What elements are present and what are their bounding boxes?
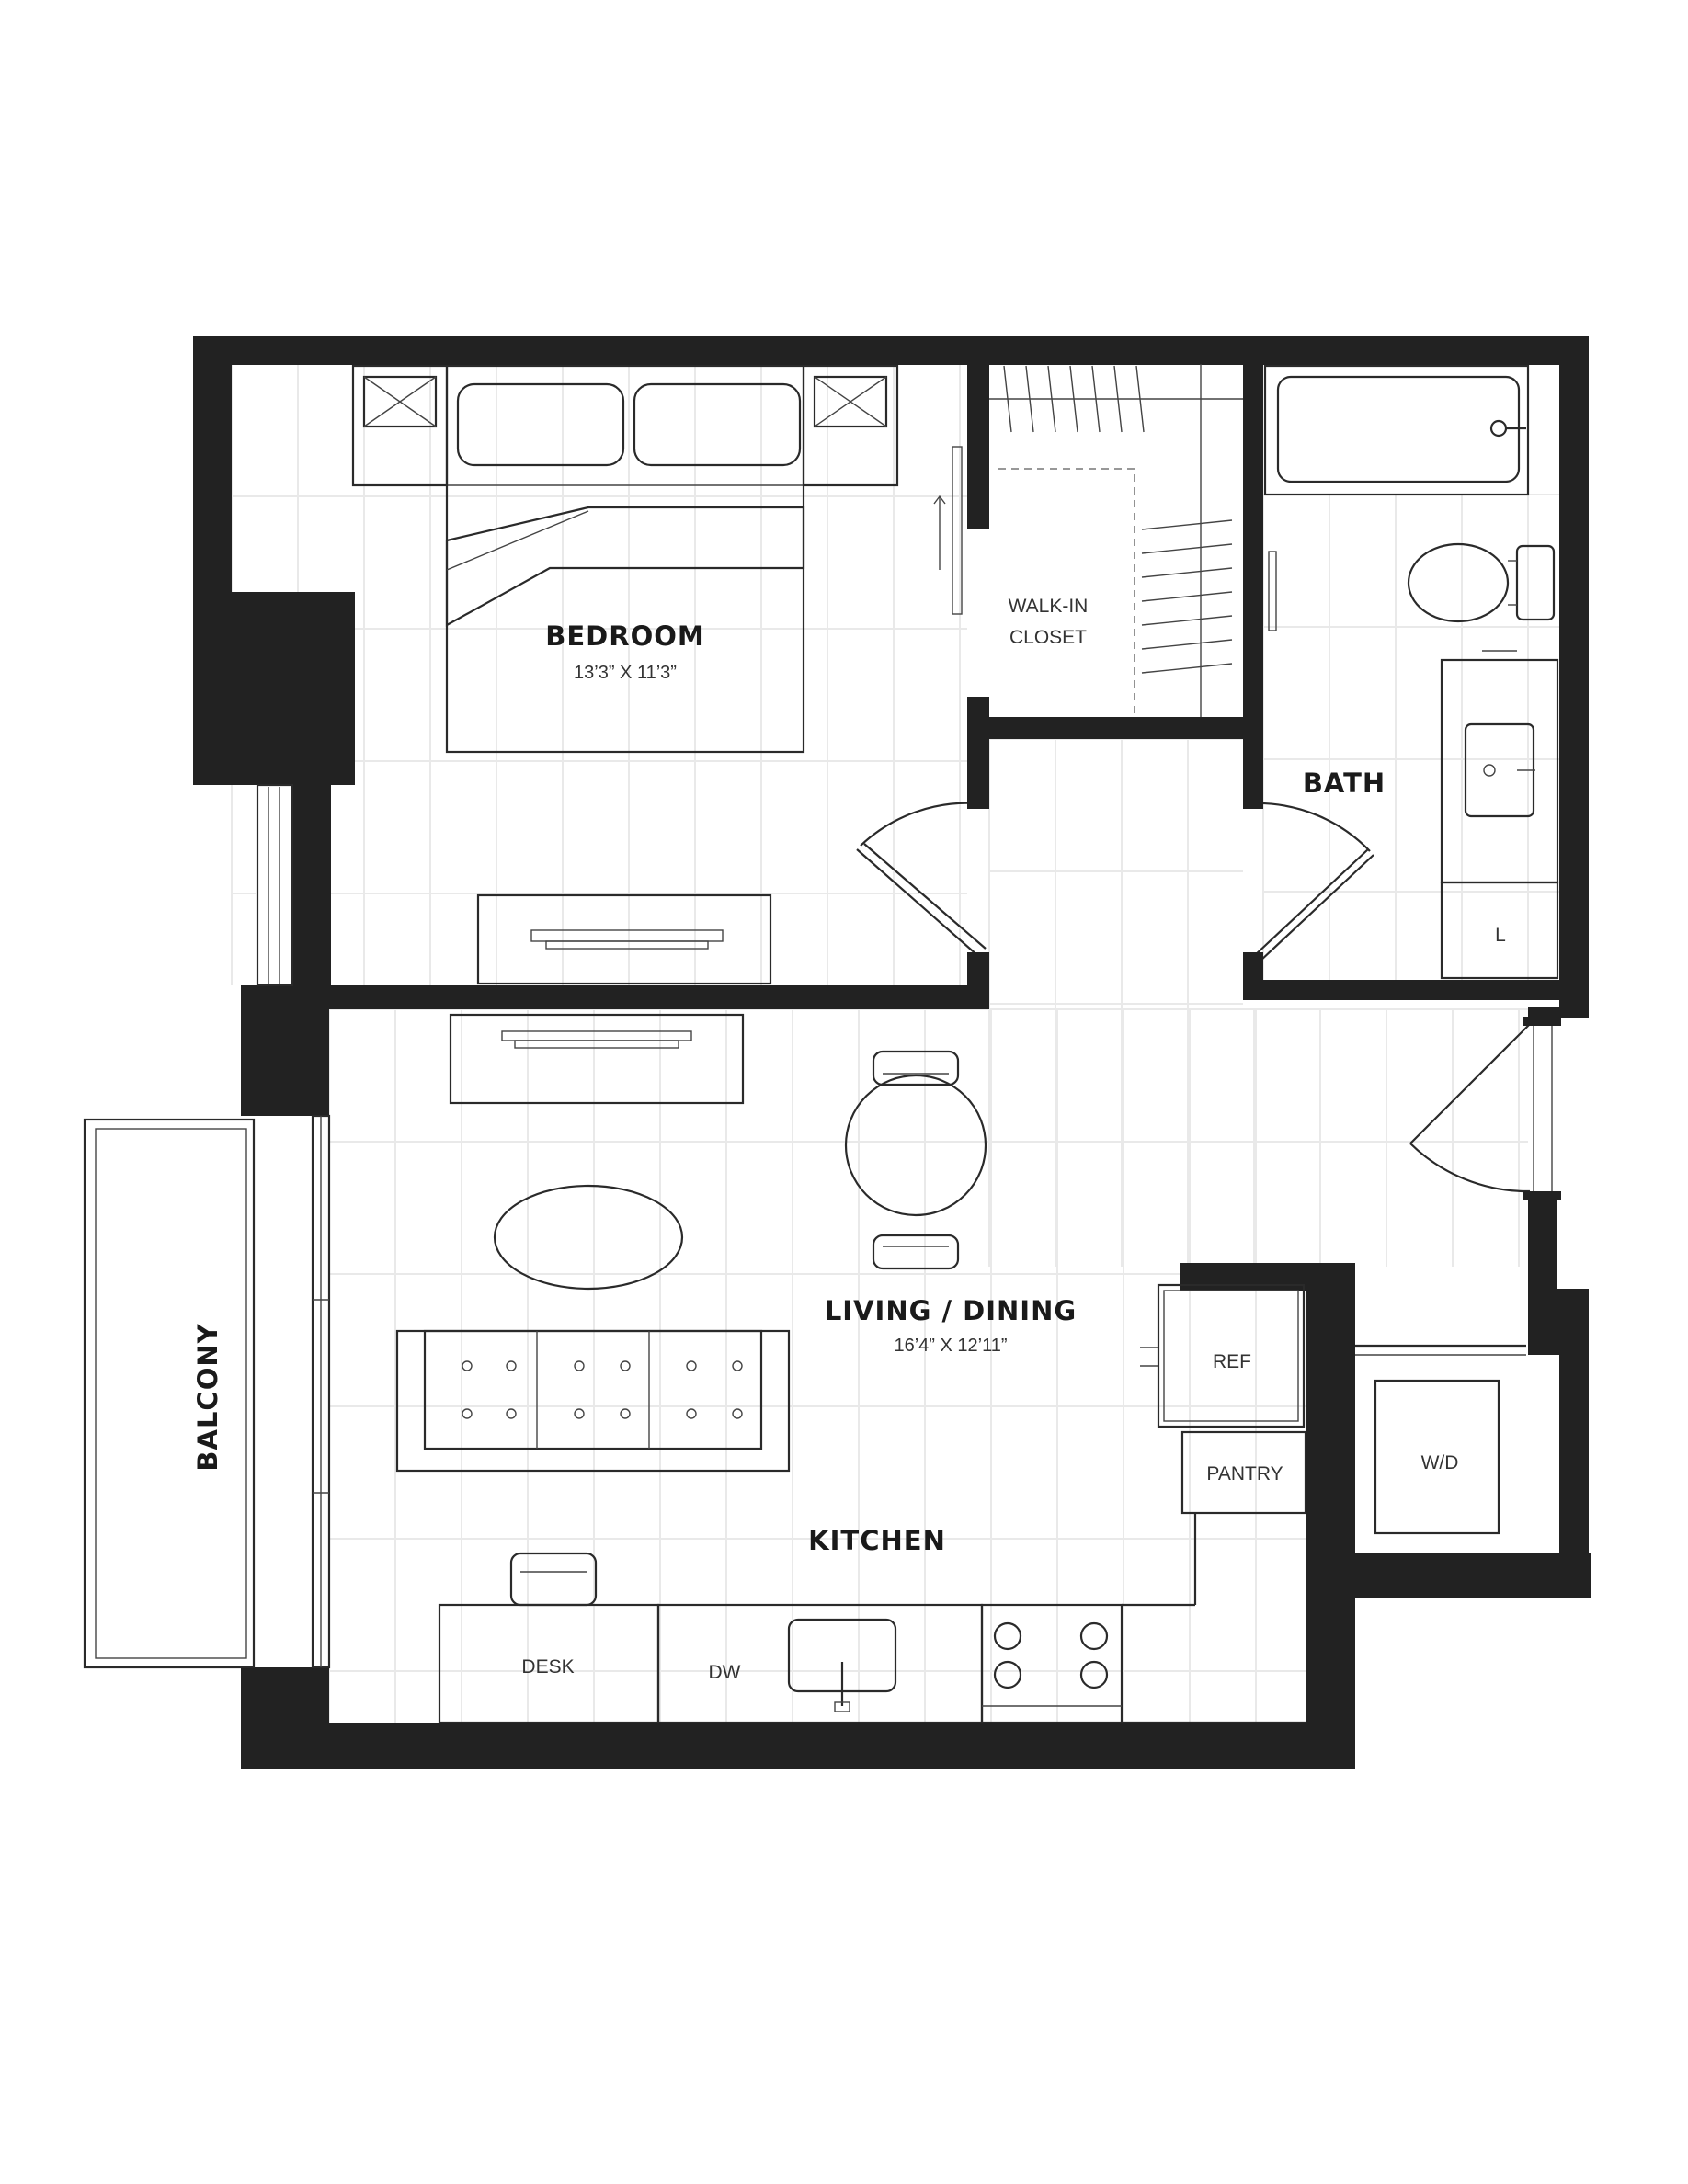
balcony bbox=[83, 1118, 256, 1669]
closet-hanger bbox=[1141, 567, 1233, 578]
coffee-table bbox=[493, 1184, 684, 1291]
washer-dryer-label: W/D bbox=[1421, 1452, 1459, 1473]
linen-cabinet bbox=[1440, 881, 1559, 980]
dining-chair-top bbox=[872, 1050, 960, 1086]
refrigerator bbox=[1140, 1283, 1306, 1428]
kitchen-counter bbox=[438, 1513, 1306, 1724]
dishwasher-label: DW bbox=[709, 1662, 741, 1683]
sofa-button bbox=[686, 1360, 697, 1371]
toilet bbox=[1407, 542, 1556, 623]
linen-label: L bbox=[1495, 925, 1506, 946]
sofa bbox=[395, 1329, 791, 1473]
sofa-button bbox=[506, 1360, 517, 1371]
wd-door bbox=[1355, 1344, 1526, 1356]
bedroom-window bbox=[256, 783, 294, 987]
closet-hanger bbox=[1069, 365, 1078, 433]
pantry bbox=[1180, 1430, 1307, 1515]
nightstand-left bbox=[351, 364, 449, 487]
bedroom-label: BEDROOM bbox=[545, 620, 704, 652]
closet-hanger bbox=[1025, 365, 1034, 433]
bed bbox=[445, 364, 805, 754]
closet-slider bbox=[933, 446, 963, 615]
sofa-button bbox=[506, 1408, 517, 1419]
refrigerator-label: REF bbox=[1213, 1351, 1251, 1372]
closet-hanger bbox=[1141, 543, 1233, 554]
sofa-button bbox=[620, 1408, 631, 1419]
desk-chair bbox=[509, 1552, 598, 1607]
closet-label-line2: CLOSET bbox=[1009, 627, 1087, 648]
media-console bbox=[449, 1013, 745, 1105]
kitchen-sink bbox=[787, 1618, 897, 1712]
sofa-button bbox=[462, 1360, 473, 1371]
closet-hanger bbox=[1091, 365, 1101, 433]
bedroom-door bbox=[856, 798, 989, 963]
sofa-button bbox=[686, 1408, 697, 1419]
closet-hanger bbox=[1141, 639, 1233, 650]
closet-hanger bbox=[1141, 663, 1233, 674]
dining-table bbox=[844, 1074, 987, 1217]
kitchen-label: KITCHEN bbox=[808, 1525, 946, 1556]
desk-label: DESK bbox=[521, 1656, 574, 1678]
closet-hanger bbox=[1135, 365, 1145, 433]
range bbox=[982, 1621, 1122, 1707]
sofa-button bbox=[574, 1360, 585, 1371]
closet-hanger bbox=[1141, 591, 1233, 602]
bath-label: BATH bbox=[1303, 768, 1386, 799]
closet-hanger bbox=[1141, 615, 1233, 626]
closet-hanger bbox=[1003, 365, 1012, 433]
washer-dryer bbox=[1374, 1379, 1500, 1535]
vanity bbox=[1440, 650, 1559, 884]
sofa-button bbox=[574, 1408, 585, 1419]
nightstand-right bbox=[802, 364, 899, 487]
bath-door bbox=[1243, 798, 1374, 963]
closet-label-line1: WALK-IN bbox=[1009, 596, 1089, 617]
closet-hanger bbox=[1141, 519, 1233, 530]
sofa-button bbox=[462, 1408, 473, 1419]
pantry-label: PANTRY bbox=[1206, 1463, 1283, 1484]
living-dining-dimensions: 16’4” X 12’11” bbox=[894, 1336, 1007, 1356]
balcony-label: BALCONY bbox=[192, 1323, 223, 1471]
entry-door bbox=[1409, 1017, 1561, 1200]
bedroom-dresser bbox=[476, 893, 772, 985]
sofa-button bbox=[732, 1408, 743, 1419]
closet-hanger bbox=[1113, 365, 1123, 433]
bath-towel-bar bbox=[1268, 551, 1277, 631]
sofa-button bbox=[732, 1360, 743, 1371]
bedroom-dimensions: 13’3” X 11’3” bbox=[574, 663, 677, 683]
closet-hanger bbox=[1047, 365, 1056, 433]
balcony-slider-door bbox=[311, 1114, 331, 1669]
floor-tiles bbox=[231, 364, 1559, 1723]
walls bbox=[193, 336, 1591, 1769]
bathtub bbox=[1263, 364, 1530, 496]
dining-chair-bottom bbox=[872, 1234, 960, 1270]
closet-shelving bbox=[989, 364, 1243, 717]
sofa-button bbox=[620, 1360, 631, 1371]
living-dining-label: LIVING / DINING bbox=[825, 1295, 1077, 1326]
